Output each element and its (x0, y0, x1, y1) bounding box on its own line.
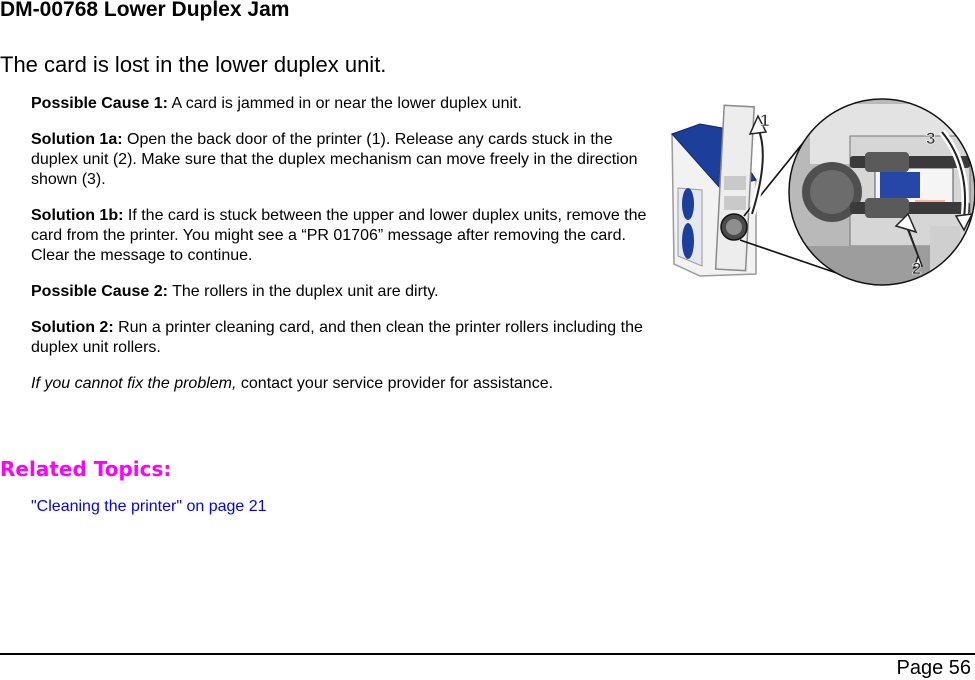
magnified-duplex-view (789, 99, 975, 285)
fallback-instruction: If you cannot fix the problem, contact y… (31, 374, 661, 394)
solution-1b-label: Solution 1b: (31, 207, 124, 224)
troubleshooting-body: Possible Cause 1: A card is jammed in or… (31, 94, 661, 410)
solution-1b: Solution 1b: If the card is stuck betwee… (31, 206, 661, 266)
callout-1: 1 (760, 111, 769, 130)
cause-2-label: Possible Cause 2: (31, 283, 168, 300)
footer-divider (0, 653, 975, 655)
fallback-text: contact your service provider for assist… (236, 375, 554, 392)
solution-1a-text: Open the back door of the printer (1). R… (31, 131, 638, 188)
possible-cause-1: Possible Cause 1: A card is jammed in or… (31, 94, 661, 114)
cause-1-label: Possible Cause 1: (31, 95, 168, 112)
related-topics-heading: Related Topics: (0, 457, 172, 481)
solution-2-label: Solution 2: (31, 319, 114, 336)
solution-1b-text: If the card is stuck between the upper a… (31, 207, 647, 264)
arrow-3-icon (941, 131, 967, 219)
page-number: Page 56 (896, 657, 971, 679)
solution-2-text: Run a printer cleaning card, and then cl… (31, 319, 643, 356)
arrow-1-icon (751, 127, 764, 215)
magnifier-ring (788, 98, 975, 286)
cause-2-text: The rollers in the duplex unit are dirty… (167, 283, 439, 300)
solution-1a: Solution 1a: Open the back door of the p… (31, 130, 661, 190)
cause-1-text: A card is jammed in or near the lower du… (167, 95, 522, 112)
callout-3: 3 (926, 129, 935, 148)
page-subtitle: The card is lost in the lower duplex uni… (0, 52, 387, 77)
solution-2: Solution 2: Run a printer cleaning card,… (31, 318, 661, 358)
page-title: DM-00768 Lower Duplex Jam (0, 0, 290, 21)
possible-cause-2: Possible Cause 2: The rollers in the dup… (31, 282, 661, 302)
cleaning-printer-link[interactable]: "Cleaning the printer" on page 21 (31, 498, 267, 515)
fallback-italic: If you cannot fix the problem, (31, 375, 237, 392)
callout-2: 2 (912, 259, 921, 278)
printer-body-icon (671, 104, 757, 277)
printer-duplex-illustration: 1 3 2 (660, 96, 975, 296)
printer-duplex-svg: 1 3 2 (671, 98, 975, 286)
solution-1a-label: Solution 1a: (31, 131, 123, 148)
